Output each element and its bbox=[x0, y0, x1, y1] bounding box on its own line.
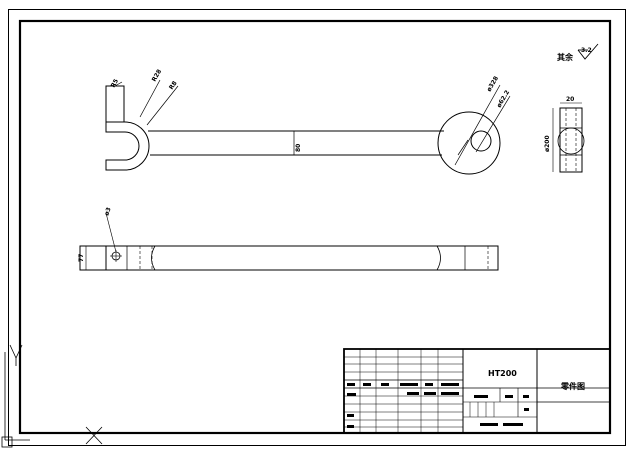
roughness-value: 3.2 bbox=[581, 47, 592, 54]
ucs-icon bbox=[1, 344, 103, 448]
roughness-note: 其余 3.2 bbox=[557, 43, 599, 62]
disc-hole bbox=[470, 130, 492, 152]
dim-side-width: 20 bbox=[566, 96, 574, 103]
side-dims: 20 ø200 bbox=[544, 96, 574, 152]
front-dims: R5 R28 R8 80 ø328 ø62.2 bbox=[110, 68, 512, 152]
title-block bbox=[343, 348, 611, 434]
side-view bbox=[552, 102, 585, 173]
disc-outer bbox=[437, 111, 501, 175]
u-bend bbox=[105, 121, 150, 171]
dim-side-height: ø200 bbox=[544, 135, 551, 152]
front-view bbox=[105, 79, 511, 175]
dim-bar-width: 80 bbox=[295, 144, 302, 152]
roughness-label: 其余 bbox=[557, 52, 574, 62]
dim-slot: R5 bbox=[110, 78, 120, 89]
dim-disc-outer: ø328 bbox=[486, 75, 500, 93]
dim-disc-hole: ø62.2 bbox=[496, 89, 512, 109]
slot-block bbox=[105, 85, 125, 123]
title-material: HT200 bbox=[488, 369, 517, 378]
title-block-marks bbox=[347, 383, 529, 428]
top-view bbox=[79, 212, 499, 271]
outer-border bbox=[8, 9, 626, 446]
dim-bend-outer: R28 bbox=[151, 68, 164, 83]
dim-bend-inner: R8 bbox=[168, 80, 179, 91]
inner-border bbox=[18, 19, 612, 435]
dim-hole-note: ø3 bbox=[103, 206, 112, 216]
title-name: 零件图 bbox=[560, 381, 585, 391]
dim-bar-thickness: 77 bbox=[78, 254, 85, 262]
top-dims: ø3 77 bbox=[78, 206, 113, 262]
roughness-icon bbox=[577, 43, 599, 60]
